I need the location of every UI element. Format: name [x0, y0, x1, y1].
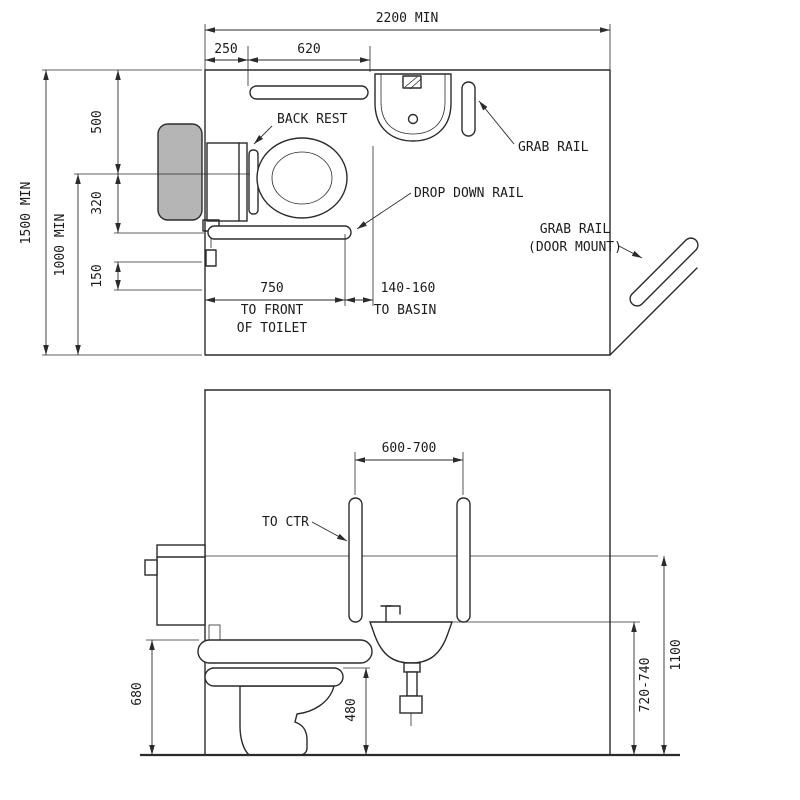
to-ctr-leader [311, 521, 348, 542]
dim-720-740: 720-740 [638, 658, 653, 713]
toilet-plan [157, 123, 348, 267]
note-to-front: TO FRONT [241, 303, 304, 318]
note-of-toilet: OF TOILET [237, 321, 308, 336]
elevation-view: 600-700 TO CTR 1100 720-740 680 480 [130, 389, 684, 757]
dim-1100: 1100 [669, 639, 684, 670]
dim-250: 250 [214, 42, 237, 57]
dim-680: 680 [130, 682, 145, 705]
label-drop-down-rail: DROP DOWN RAIL [414, 186, 524, 201]
rear-wall-grab-rail [249, 85, 369, 100]
cistern-panel-plan [206, 142, 248, 222]
label-to-ctr: TO CTR [262, 515, 309, 530]
plan-dimension-lines [43, 27, 610, 355]
basin-waste [403, 662, 421, 673]
dim-620: 620 [297, 42, 320, 57]
toilet-roll-holder-plan [205, 249, 217, 267]
toilet-bowl-plan [256, 137, 348, 219]
elevation-dimension-lines [149, 457, 667, 755]
basin-plan [374, 73, 452, 142]
dim-480: 480 [344, 698, 359, 721]
door-mount-grab-rail [629, 237, 699, 307]
basin-elevation [369, 605, 453, 726]
toilet-elevation [204, 667, 344, 756]
dim-320: 320 [90, 191, 105, 214]
dim-140-160: 140-160 [381, 281, 436, 296]
toilet-seat [204, 667, 344, 687]
plan-view: 2200 MIN 250 620 1500 MIN 1000 MIN 500 3… [19, 11, 699, 356]
drop-down-rail-plan [207, 225, 352, 240]
vertical-grab-rail-right [456, 497, 471, 623]
dim-150: 150 [90, 264, 105, 287]
plan-room-outline [204, 69, 698, 356]
dim-1500-min: 1500 MIN [19, 182, 34, 245]
dim-2200-min: 2200 MIN [376, 11, 439, 26]
label-grab-rail-door-1: GRAB RAIL [540, 222, 611, 237]
flush-button [144, 559, 158, 576]
concealed-cistern-plan [157, 123, 203, 221]
dim-500: 500 [90, 110, 105, 133]
basin-side-grab-rail [461, 81, 476, 137]
basin-drain [407, 113, 419, 125]
drop-down-rail-elevation [197, 639, 373, 664]
label-grab-rail-door-2: (DOOR MOUNT) [528, 240, 622, 255]
bottle-trap [399, 695, 423, 714]
vertical-grab-rail-left [348, 497, 363, 623]
dim-750: 750 [260, 281, 283, 296]
tap-plan [402, 75, 422, 89]
label-grab-rail: GRAB RAIL [518, 140, 589, 155]
plan-leader-lines [253, 100, 643, 259]
label-back-rest: BACK REST [277, 112, 348, 127]
cistern-elevation [144, 544, 221, 650]
dim-600-700: 600-700 [382, 441, 437, 456]
tap-elevation [385, 605, 401, 623]
door-leaf-line [609, 267, 698, 356]
dim-1000-min: 1000 MIN [53, 214, 68, 277]
note-to-basin: TO BASIN [374, 303, 437, 318]
